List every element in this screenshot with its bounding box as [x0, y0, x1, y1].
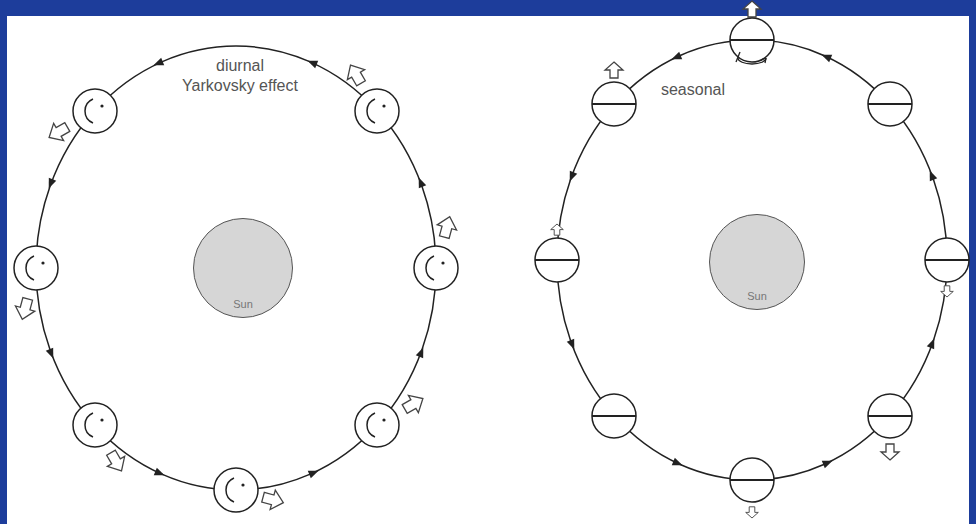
white-panel — [7, 16, 969, 524]
sun-circle: Sun — [193, 218, 293, 318]
diurnal-thrust-arrows — [13, 60, 460, 512]
sun-label: Sun — [194, 298, 292, 310]
spin-arrow — [736, 52, 766, 64]
sun-label: Sun — [710, 290, 804, 302]
seasonal-orbit — [557, 40, 947, 480]
seasonal-asteroids — [535, 18, 969, 502]
effect-subtitle: seasonal — [638, 80, 748, 100]
effect-title: diurnal Yarkovsky effect — [178, 56, 302, 96]
diurnal-orbit — [36, 46, 436, 490]
sun-circle: Sun — [709, 214, 805, 310]
diurnal-asteroids — [14, 89, 458, 512]
seasonal-thrust-arrows — [551, 1, 954, 518]
